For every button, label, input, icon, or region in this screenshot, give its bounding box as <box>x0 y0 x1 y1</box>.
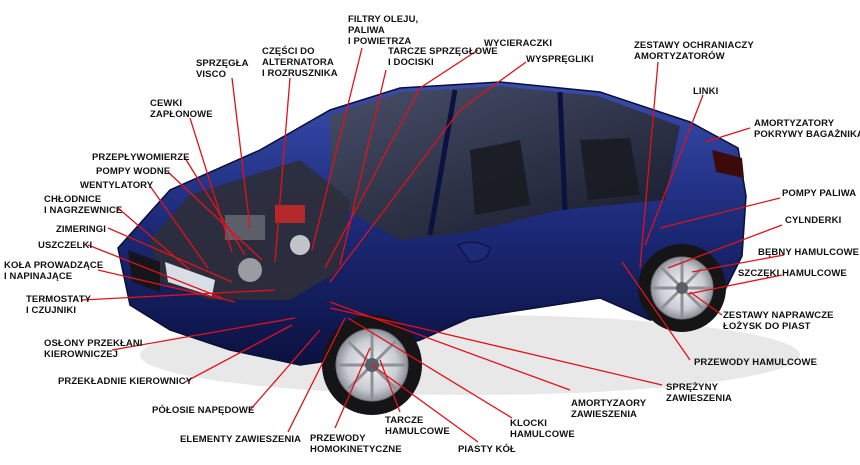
label-idler-tensioner-pulleys: KOŁA PROWADZĄCE I NAPINAJĄCE <box>4 260 104 282</box>
car-grille <box>128 250 160 292</box>
label-water-pumps: POMPY WODNE <box>96 166 171 177</box>
leader-line <box>667 224 783 269</box>
label-brake-drums: BĘBNY HAMULCOWE <box>758 247 860 258</box>
leader-line <box>149 185 209 269</box>
engine-part <box>225 215 265 240</box>
leader-line <box>621 261 691 361</box>
leader-line <box>639 61 659 269</box>
label-suspension-shocks: AMORTYZAORY ZAWIESZENIA <box>571 398 647 420</box>
car-seat <box>470 140 530 215</box>
leader-line <box>371 364 479 443</box>
label-wheel-hubs: PIASTY KÓŁ <box>458 444 516 455</box>
leader-line <box>97 269 236 303</box>
leader-line <box>687 274 783 295</box>
leader-line <box>117 207 191 271</box>
leader-line <box>184 157 246 256</box>
leader-line <box>644 94 704 246</box>
label-hub-bearing-kits: ZESTAWY NAPRAWCZE ŁOŻYSK DO PIAST <box>723 310 834 332</box>
leader-line <box>324 49 479 269</box>
label-cv-joint-hoses: PRZEWODY HOMOKINETYCZNE <box>310 433 402 455</box>
label-flow-meters: PRZEPŁYWOMIERZE <box>92 152 190 163</box>
leader-line <box>107 227 233 283</box>
label-steering-rack-boots: OSŁONY PRZEKŁANI KIEROWNICZEJ <box>44 338 143 360</box>
leader-line <box>167 171 263 261</box>
label-release-bearings: WYSPRĘGLIKI <box>526 54 594 65</box>
label-thermostats-sensors: TERMOSTATY I CZUJNIKI <box>26 294 92 316</box>
leader-lines <box>81 47 785 443</box>
leader-line <box>287 317 346 433</box>
label-radiators-heaters: CHŁODNICE I NAGRZEWNICE <box>44 194 123 216</box>
headlight <box>165 262 215 296</box>
label-visco-clutches: SPRZĘGŁA VISCO <box>196 58 249 80</box>
car-seat <box>580 138 640 200</box>
label-alternator-starter-parts: CZĘŚCI DO ALTERNATORA I ROZRUSZNIKA <box>262 46 338 79</box>
car-pillar <box>427 89 458 236</box>
label-drive-shafts: PÓŁOSIE NAPĘDOWE <box>152 405 255 416</box>
label-gaskets: USZCZELKI <box>38 240 93 251</box>
leader-line <box>334 347 371 429</box>
leader-line <box>339 69 387 266</box>
label-suspension-elements: ELEMENTY ZAWIESZENIA <box>180 434 302 445</box>
label-brake-pads: KLOCKI HAMULCOWE <box>510 418 575 440</box>
leader-line <box>329 61 527 283</box>
label-wheel-cylinders: CYLNDERKI <box>785 215 842 226</box>
label-seals-rings: ZIMERINGI <box>56 224 106 235</box>
label-shock-protector-kits: ZESTAWY OCHRANIACZY AMORTYZATORÓW <box>634 40 754 62</box>
car-pillar <box>557 91 568 211</box>
leader-line <box>689 291 723 316</box>
leader-line <box>184 324 293 383</box>
engine-part <box>275 205 305 223</box>
tail-light <box>712 150 744 178</box>
leader-line <box>111 317 296 351</box>
leader-line <box>87 244 223 299</box>
leader-line <box>691 254 785 273</box>
label-cables: LINKI <box>693 86 719 97</box>
label-suspension-springs: SPRĘŻYNY ZAWIESZENIA <box>666 382 733 404</box>
label-fans: WENTYLATORY <box>80 180 154 191</box>
label-oil-fuel-air-filters: FILTRY OLEJU, PALIWA I POWIETRZA <box>348 14 419 47</box>
label-brake-hoses: PRZEWODY HAMULCOWE <box>694 357 818 368</box>
leader-line <box>274 77 291 263</box>
label-clutch-discs: TARCZE SPRZĘGŁOWE I DOCISKI <box>388 46 498 68</box>
leader-line <box>347 317 513 419</box>
label-wipers: WYCIERACZKI <box>484 38 553 49</box>
label-steering-gears: PRZEKŁADNIE KIEROWNICY <box>58 376 193 387</box>
leader-line <box>311 47 363 251</box>
engine-part <box>290 235 310 255</box>
leader-line <box>231 77 251 229</box>
label-brake-discs: TARCZE HAMULCOWE <box>385 415 450 437</box>
side-mirror <box>457 241 491 263</box>
leader-line <box>379 359 401 413</box>
leader-line <box>704 127 751 143</box>
leader-line <box>249 329 321 411</box>
label-brake-shoes: SZCZĘKI HAMULCOWE <box>738 268 847 279</box>
leader-line <box>189 117 233 253</box>
rear-hub <box>676 282 688 294</box>
label-trunk-gas-struts: AMORTYZATORY POKRYWY BAGAŻNIKA <box>754 118 860 140</box>
leader-line <box>329 307 663 386</box>
engine-part <box>238 258 262 282</box>
label-fuel-pumps: POMPY PALIWA <box>782 188 857 199</box>
leader-line <box>81 289 276 301</box>
label-ignition-coils: CEWKI ZAPŁONOWE <box>150 98 213 120</box>
leader-line <box>659 197 781 229</box>
